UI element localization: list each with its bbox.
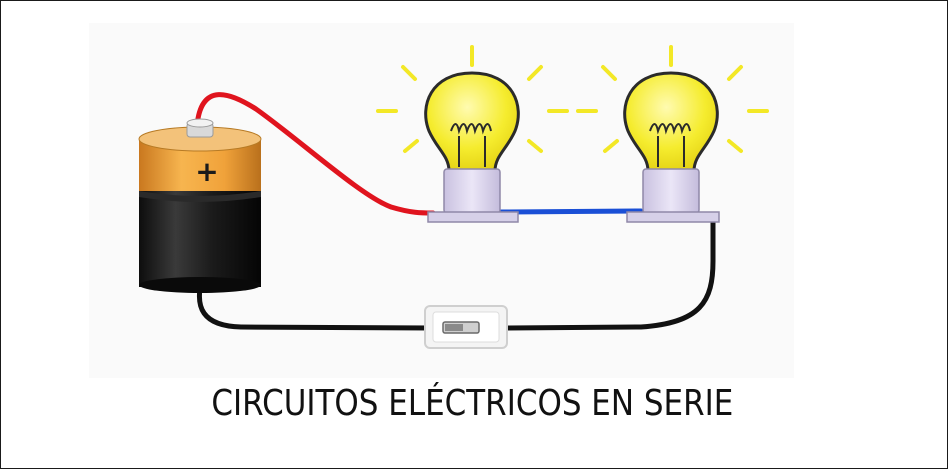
- positive-wire: [194, 92, 436, 216]
- light-rays-left: [376, 45, 569, 153]
- diagram-title: CIRCUITOS ELÉCTRICOS EN SERIE: [211, 383, 734, 424]
- light-rays-right: [576, 45, 769, 153]
- switch: [424, 305, 508, 349]
- battery-plus-sign: +: [195, 155, 218, 188]
- blue-wire: [498, 208, 644, 215]
- bulb-left: [376, 45, 569, 223]
- bulb-right: [576, 45, 769, 223]
- battery: +: [138, 118, 262, 293]
